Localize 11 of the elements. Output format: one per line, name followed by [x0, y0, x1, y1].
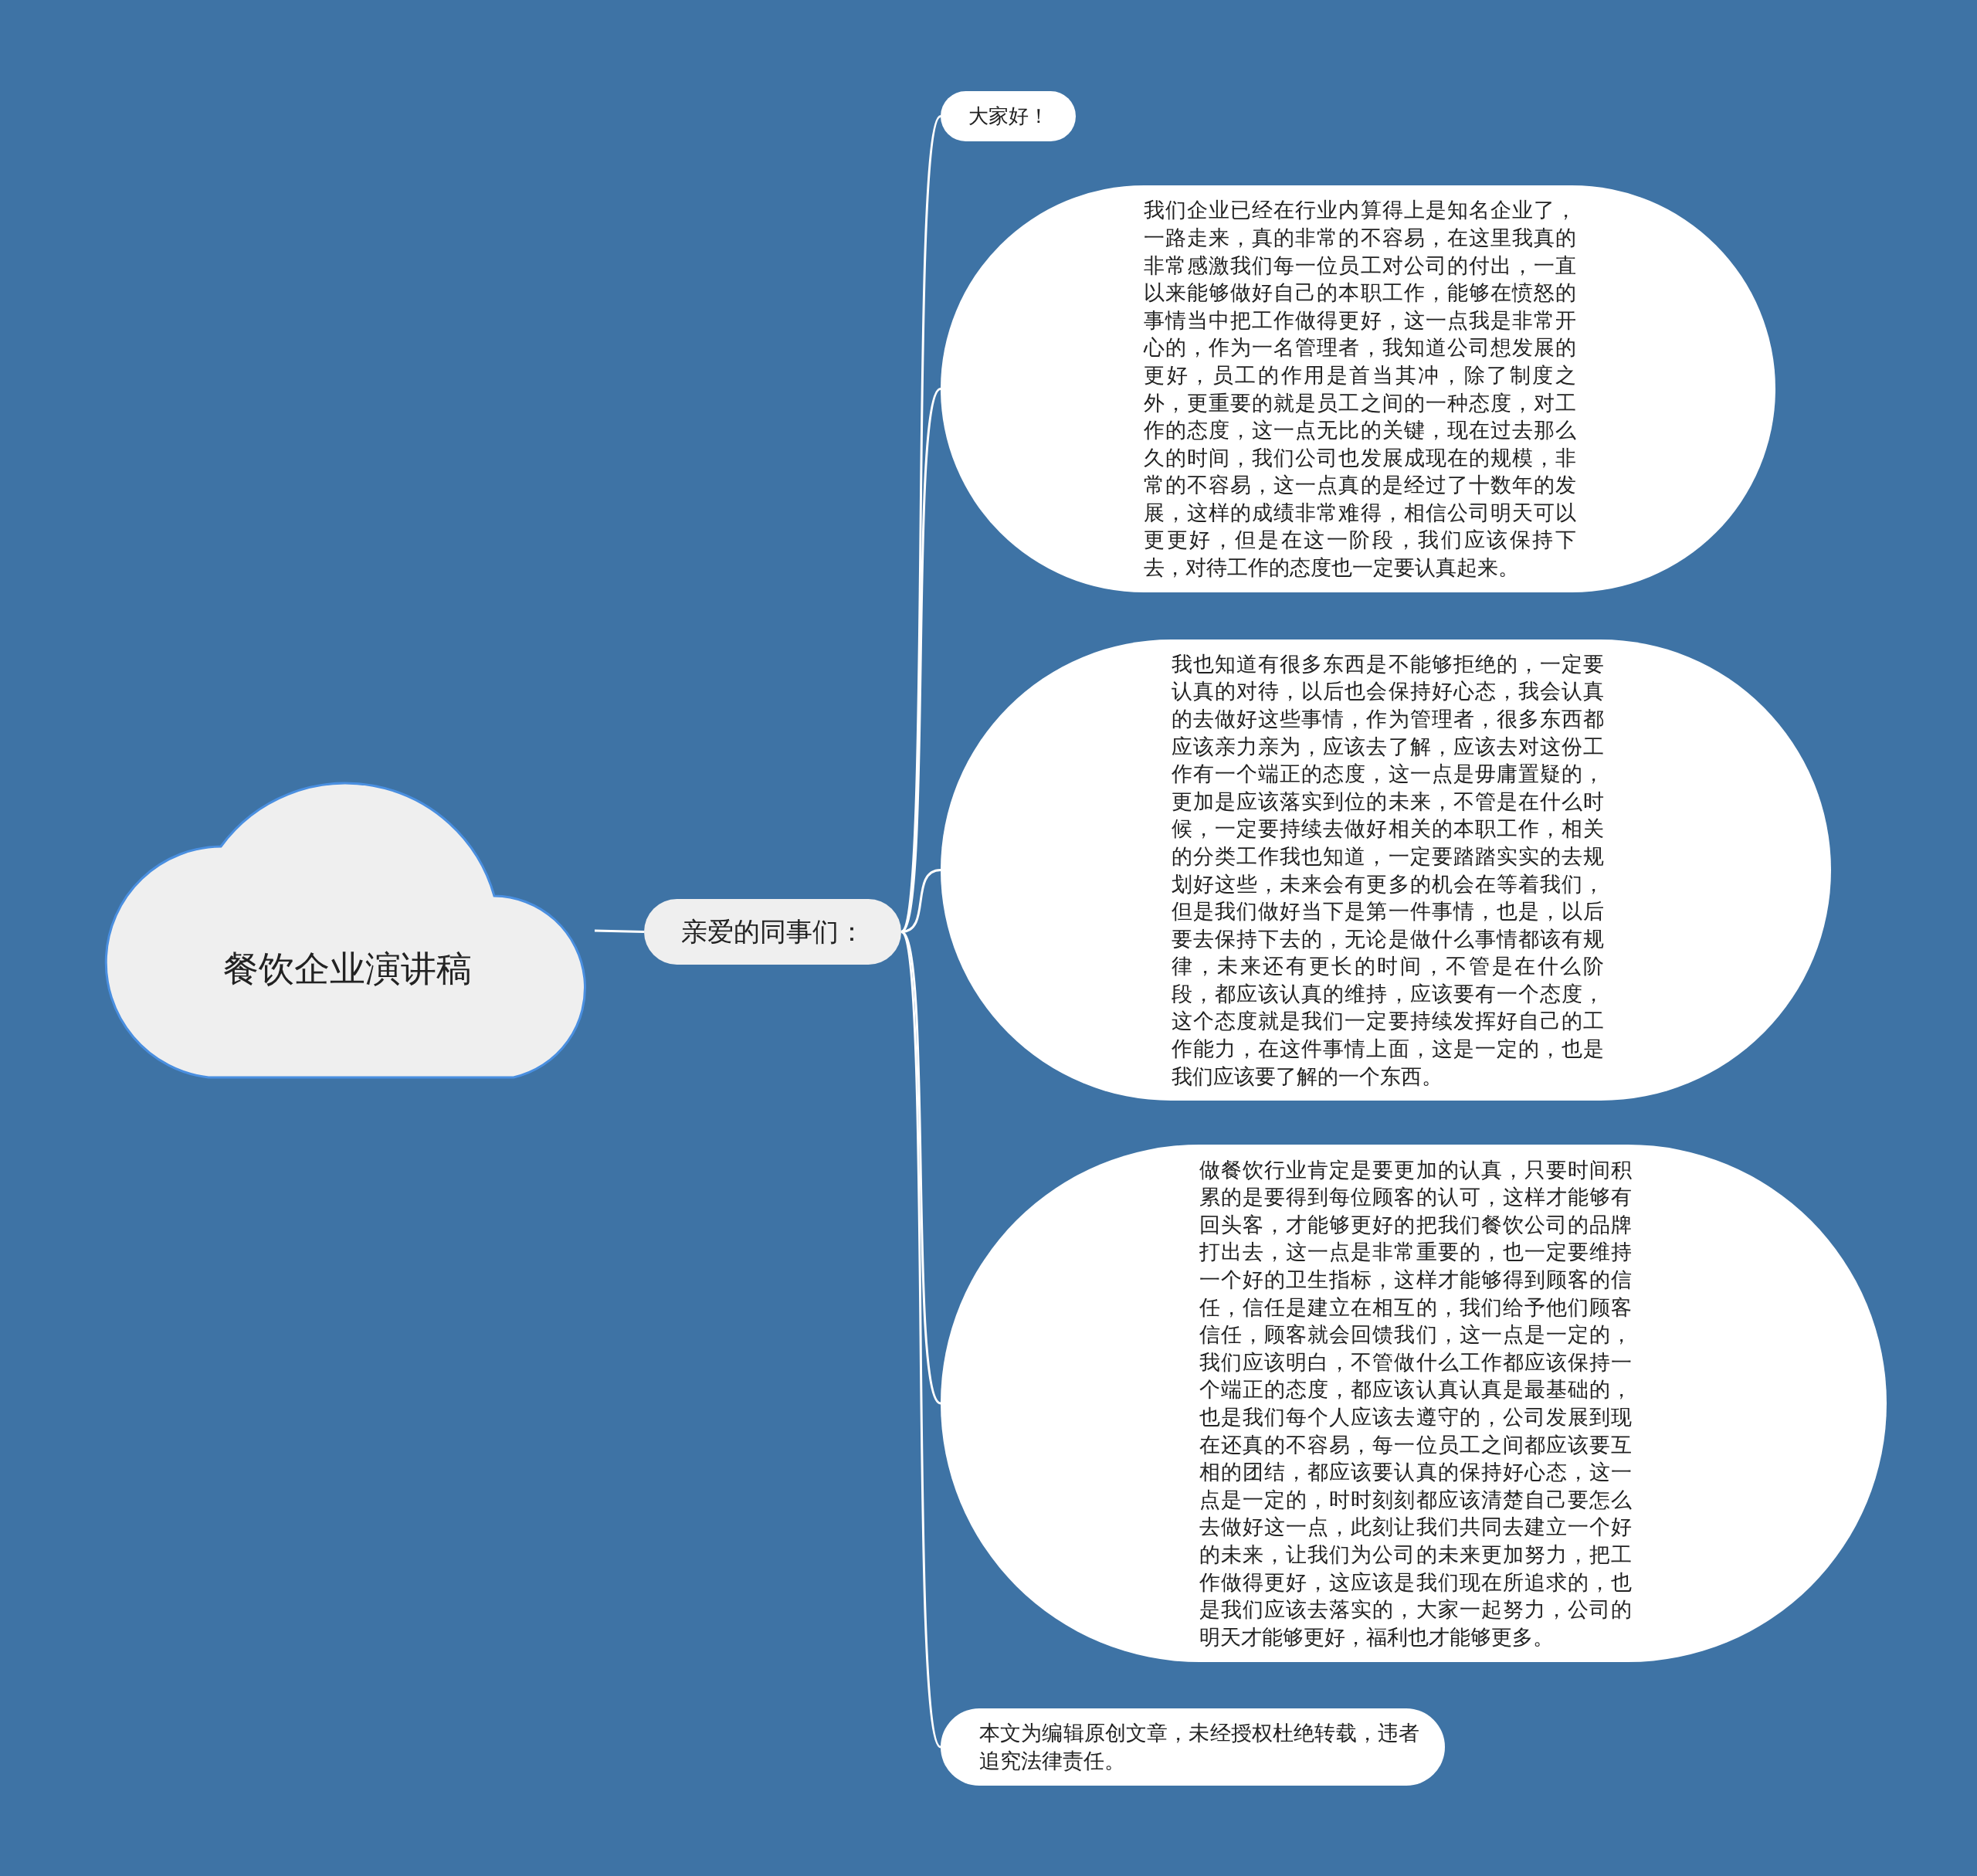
- connector-line: [900, 931, 942, 1404]
- connector-line: [900, 931, 942, 1748]
- text-bubble: 我也知道有很多东西是不能够拒绝的，一定要认真的对待，以后也会保持好心态，我会认真的去做好这些事情，作为管理者，很多东西都应该亲力亲为，应该去了解，应该去对这份工作有一个端正的态度，这一点是毋庸置疑的，更加是应该落实到位的未来，不管是在什么时候，一定要持续去做好相关的本职工作，相关的分类工作我也知道，一定要踏踏实实的去规划好这些，未来会有更多的机会在等着我们，但是我们做好当下是第一件事情，也是，以后要去保持下去的，无论是做什么事情都该有规律，未来还有更长的时间，不管是在什么阶段，都应该认真的维持，应该要有一个态度，这个态度就是我们一定要持续发挥好自己的工作能力，在这件事情上面，这是一定的，也是我们应该要了解的一个东西。: [941, 639, 1831, 1101]
- connector-line: [900, 115, 942, 933]
- topic-pill: 本文为编辑原创文章，未经授权杜绝转载，违者追究法律责任。: [941, 1708, 1445, 1786]
- text-bubble: 我们企业已经在行业内算得上是知名企业了，一路走来，真的非常的不容易，在这里我真的非常感激我们每一位员工对公司的付出，一直以来能够做好自己的本职工作，能够在愤怒的事情当中把工作做得更好，这一点我是非常开心的，作为一名管理者，我知道公司想发展的更好，员工的作用是首当其冲，除了制度之外，更重要的就是员工之间的一种态度，对工作的态度，这一点无比的关键，现在过去那么久的时间，我们公司也发展成现在的规模，非常的不容易，这一点真的是经过了十数年的发展，这样的成绩非常难得，相信公司明天可以更更好，但是在这一阶段，我们应该保持下去，对待工作的态度也一定要认真起来。: [941, 185, 1775, 592]
- text-bubble: 做餐饮行业肯定是要更加的认真，只要时间积累的是要得到每位顾客的认可，这样才能够有回头客，才能够更好的把我们餐饮公司的品牌打出去，这一点是非常重要的，也一定要维持一个好的卫生指标，这样才能够得到顾客的信任，信任是建立在相互的，我们给予他们顾客信任，顾客就会回馈我们，这一点是一定的，我们应该明白，不管做什么工作都应该保持一个端正的态度，都应该认真认真是最基础的，也是我们每个人应该去遵守的，公司发展到现在还真的不容易，每一位员工之间都应该要互相的团结，都应该要认真的保持好心态，这一点是一定的，时时刻刻都应该清楚自己要怎么去做好这一点，此刻让我们共同去建立一个好的未来，让我们为公司的未来更加努力，把工作做得更好，这应该是我们现在所追求的，也是我们应该去落实的，大家一起努力，公司的明天才能够更好，福利也才能够更多。: [941, 1145, 1887, 1662]
- topic-pill: 亲爱的同事们：: [644, 899, 901, 965]
- topic-pill: 大家好！: [941, 91, 1076, 141]
- topic-text: 餐饮企业演讲稿: [223, 947, 472, 991]
- connector-line: [594, 929, 645, 933]
